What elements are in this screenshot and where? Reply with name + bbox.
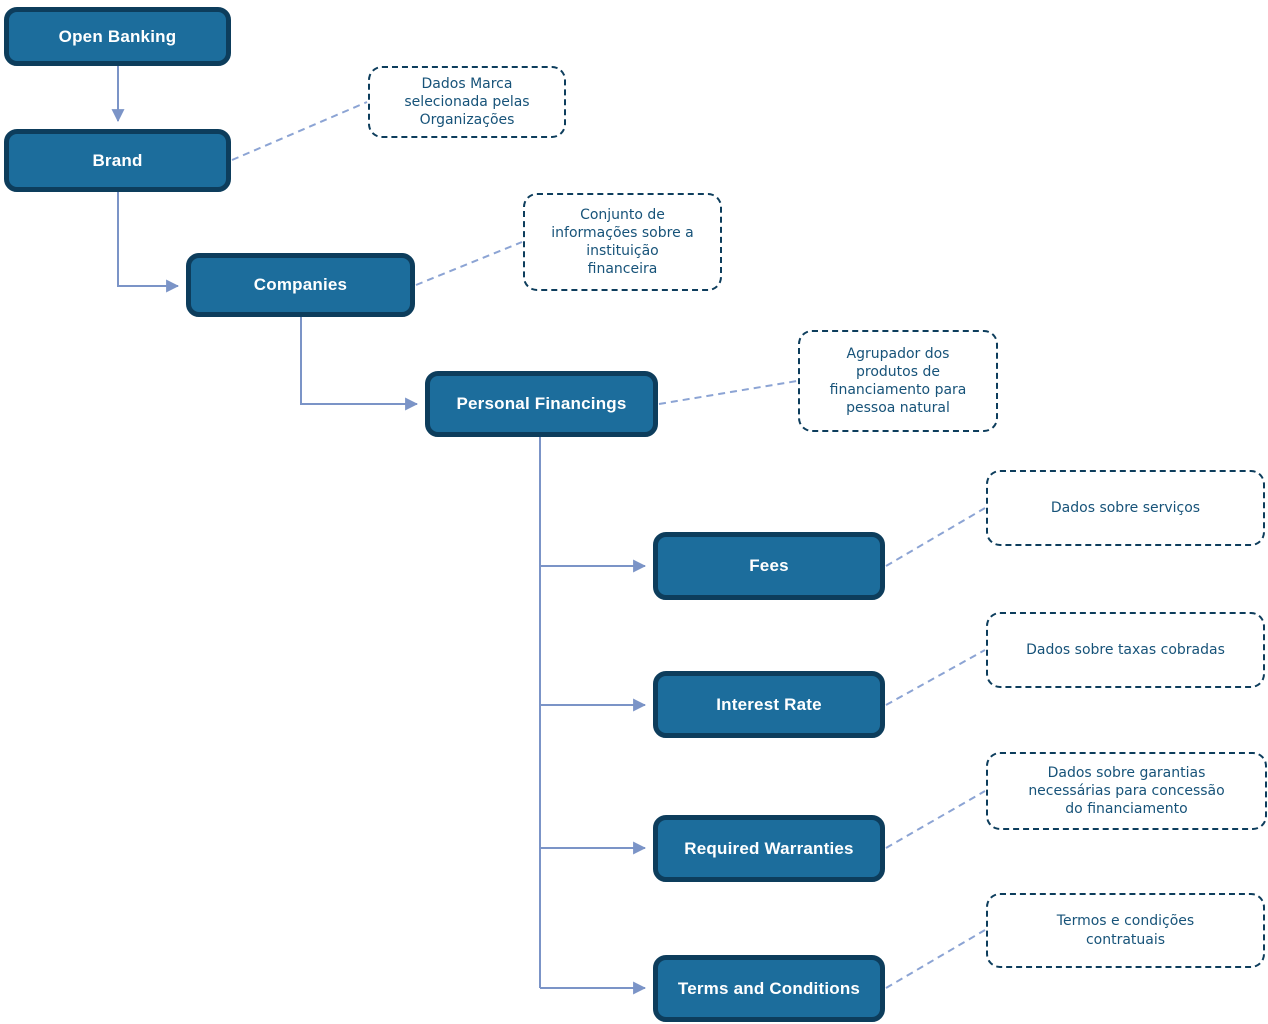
- note-personal-financings: Agrupador dos produtos de financiamento …: [798, 330, 998, 432]
- node-label: Required Warranties: [684, 838, 854, 858]
- note-terms-and-conditions: Termos e condições contratuais: [986, 893, 1265, 968]
- edge-required-warranties-note: [885, 790, 986, 849]
- node-companies: Companies: [186, 253, 415, 317]
- node-label: Companies: [253, 275, 348, 294]
- node-personal-financings: Personal Financings: [425, 371, 658, 437]
- edge-interest-rate-note: [885, 649, 986, 706]
- note-fees: Dados sobre serviços: [986, 470, 1265, 546]
- node-required-warranties: Required Warranties: [653, 815, 885, 882]
- node-fees: Fees: [653, 532, 885, 600]
- node-terms-and-conditions: Terms and Conditions: [653, 955, 885, 1022]
- edge-personal-financings-note: [658, 380, 798, 405]
- note-brand: Dados Marca selecionada pelas Organizaçõ…: [368, 66, 566, 138]
- node-label: Open Banking: [58, 26, 177, 46]
- note-companies: Conjunto de informações sobre a institui…: [523, 193, 722, 291]
- node-label: Personal Financings: [456, 394, 627, 413]
- edge-fees-note: [885, 507, 986, 567]
- node-interest-rate: Interest Rate: [653, 671, 885, 738]
- node-open-banking: Open Banking: [4, 7, 231, 66]
- edge-brand-note: [231, 101, 368, 161]
- node-label: Brand: [92, 150, 143, 170]
- node-brand: Brand: [4, 129, 231, 192]
- edge-terms-and-conditions-note: [885, 929, 986, 989]
- edge-companies-note: [415, 241, 523, 286]
- edge-brand-to-companies: [117, 192, 180, 293]
- node-label: Interest Rate: [716, 694, 822, 714]
- edge-companies-to-personal-financings: [300, 317, 419, 411]
- node-label: Fees: [749, 556, 789, 575]
- note-interest-rate: Dados sobre taxas cobradas: [986, 612, 1265, 688]
- node-label: Terms and Conditions: [677, 978, 861, 998]
- note-required-warranties: Dados sobre garantias necessárias para c…: [986, 752, 1267, 830]
